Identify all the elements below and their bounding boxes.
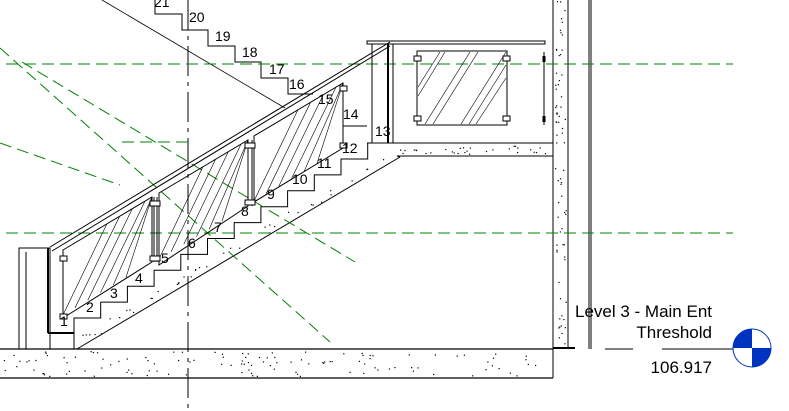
hatch-line xyxy=(74,216,120,308)
riser-number: 20 xyxy=(189,9,205,25)
riser-number: 16 xyxy=(289,76,305,92)
hatch-line xyxy=(158,166,204,260)
riser-number: 12 xyxy=(342,140,358,156)
hatch-line xyxy=(112,196,153,286)
stair-run[interactable] xyxy=(73,142,369,349)
hatch-line xyxy=(303,82,344,172)
landing-panel-clips xyxy=(413,55,511,122)
hatch-line xyxy=(265,102,311,194)
hatch-line xyxy=(208,139,249,230)
upper-stair-outline xyxy=(154,0,313,95)
riser-number: 11 xyxy=(317,155,332,171)
hatch-line xyxy=(278,94,324,187)
stair-treads-risers xyxy=(73,142,369,349)
hatch-line xyxy=(196,144,242,237)
hatch-line xyxy=(125,196,153,278)
riser-number: 10 xyxy=(292,171,308,187)
hatch-line xyxy=(100,201,146,293)
riser-number: 6 xyxy=(188,235,196,251)
landing-panel-hatch xyxy=(417,51,507,125)
level-elevation[interactable]: 106.917 xyxy=(651,358,712,377)
riser-number: 15 xyxy=(318,91,334,107)
hatch-line xyxy=(170,159,216,252)
riser-number: 7 xyxy=(214,219,222,235)
riser-number: 13 xyxy=(375,123,391,139)
riser-number: 21 xyxy=(154,0,170,10)
riser-number: 1 xyxy=(60,313,68,329)
hatch-line xyxy=(183,151,229,245)
riser-number: 5 xyxy=(161,250,169,266)
riser-number: 3 xyxy=(110,285,118,301)
glass-posts xyxy=(59,85,348,320)
hatch-line xyxy=(253,109,299,202)
hatch-line xyxy=(221,139,249,222)
riser-number: 4 xyxy=(135,270,143,286)
riser-number: 14 xyxy=(343,106,359,122)
hatch-line xyxy=(62,223,108,316)
floor-slab[interactable] xyxy=(0,348,554,379)
handrail[interactable] xyxy=(49,41,391,252)
level-name-line1[interactable]: Level 3 - Main Ent xyxy=(575,302,712,321)
landing-guardrail[interactable] xyxy=(343,40,546,143)
riser-number: 19 xyxy=(215,28,231,44)
hatch-line xyxy=(87,208,133,301)
reference-planes[interactable] xyxy=(0,47,733,343)
riser-number: 2 xyxy=(86,299,94,315)
hatch-line xyxy=(291,87,337,179)
newel-post[interactable] xyxy=(18,247,74,350)
cut-line xyxy=(101,0,286,109)
level-name-line2[interactable]: Threshold xyxy=(636,323,712,342)
riser-number: 18 xyxy=(242,44,258,60)
landing-slab[interactable] xyxy=(367,142,553,158)
wall[interactable] xyxy=(552,0,592,349)
riser-number: 8 xyxy=(241,203,249,219)
riser-number: 17 xyxy=(269,61,285,77)
level-head-icon[interactable] xyxy=(732,328,772,368)
riser-number: 9 xyxy=(267,186,275,202)
stair-underside xyxy=(76,156,401,350)
glass-hatch xyxy=(62,82,344,316)
concrete-hatch xyxy=(3,1,567,377)
level-marker[interactable]: Level 3 - Main Ent Threshold 106.917 xyxy=(575,302,772,377)
hatch-line xyxy=(316,82,344,164)
